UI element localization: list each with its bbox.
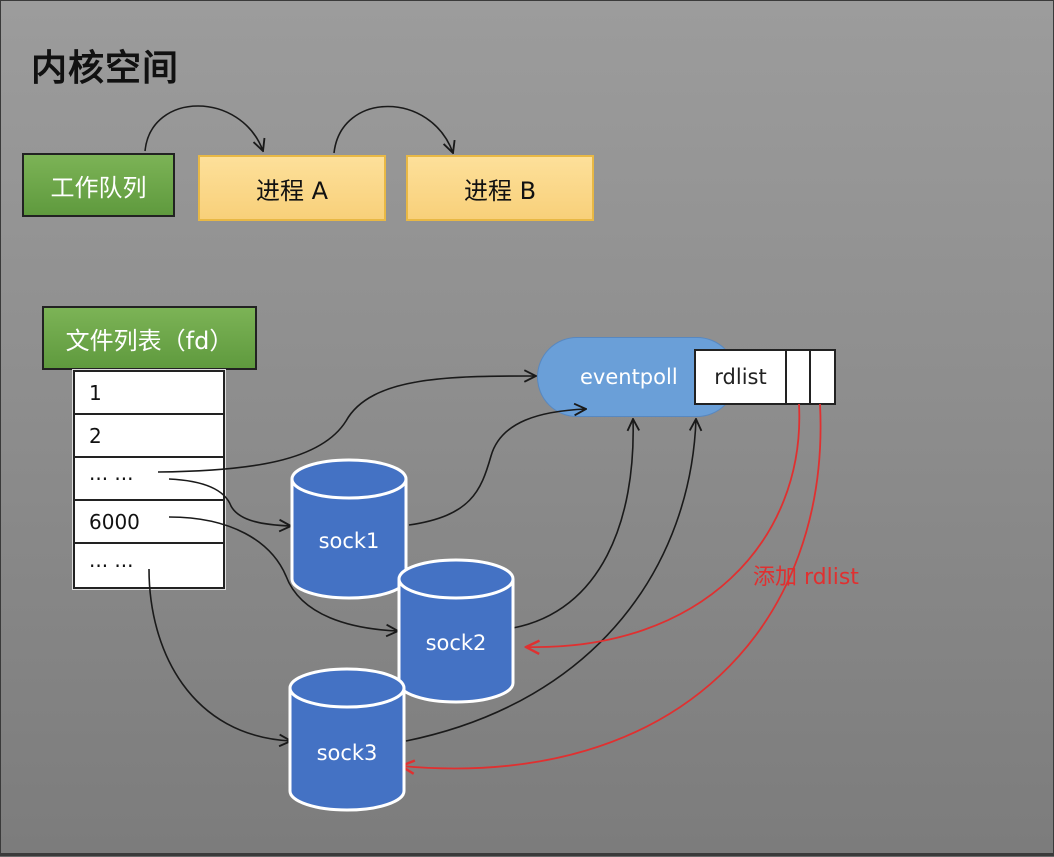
- fd-row: 2: [75, 415, 223, 458]
- fd-row-value: 1: [89, 380, 102, 405]
- fd-row: 1: [75, 372, 223, 415]
- sock3-label: sock3: [317, 741, 378, 765]
- fd-row-value: ··· ···: [89, 553, 134, 578]
- sock1-label: sock1: [319, 529, 380, 553]
- arrow-sock3-to-eventpoll: [405, 419, 696, 742]
- fd-row: ··· ···: [75, 544, 223, 587]
- process-b-label: 进程 B: [463, 176, 537, 205]
- rdlist-cell: rdlist: [696, 351, 787, 403]
- red-arrow-rdlist-to-sock3: [401, 403, 822, 768]
- rdlist-queue: rdlist: [694, 349, 836, 405]
- arrow-sock1-to-eventpoll: [408, 409, 586, 526]
- fd-table: 1 2 ··· ··· 6000 ··· ···: [72, 369, 226, 590]
- process-b-box: 进程 B: [406, 155, 594, 221]
- fd-row: ··· ···: [75, 458, 223, 501]
- work-queue-box: 工作队列: [22, 153, 175, 217]
- process-a-box: 进程 A: [198, 155, 386, 221]
- fd-list-header-label: 文件列表（fd）: [65, 326, 234, 355]
- rdlist-cell: [787, 351, 811, 403]
- sock2-cylinder: sock2: [397, 558, 515, 704]
- fd-row-value: ··· ···: [89, 466, 134, 491]
- arrow-queue-to-process-a: [144, 105, 263, 151]
- work-queue-label: 工作队列: [50, 173, 147, 202]
- arrow-fd-to-eventpoll: [157, 376, 536, 473]
- arrow-fd-to-sock1: [168, 478, 291, 526]
- eventpoll-label: eventpoll: [580, 365, 678, 389]
- process-a-label: 进程 A: [255, 176, 329, 205]
- fd-row-value: 2: [89, 423, 102, 448]
- fd-row: 6000: [75, 501, 223, 544]
- arrow-fd-to-sock3: [148, 568, 291, 741]
- arrow-sock2-to-eventpoll: [512, 419, 633, 629]
- rdlist-label: rdlist: [714, 365, 767, 389]
- arrow-process-a-to-b: [333, 105, 453, 154]
- add-rdlist-annotation: 添加 rdlist: [753, 565, 859, 590]
- sock2-label: sock2: [426, 631, 487, 655]
- red-arrow-rdlist-to-sock2: [526, 403, 801, 647]
- fd-row-value: 6000: [89, 509, 140, 534]
- arrow-fd6000-to-sock2: [168, 516, 398, 631]
- fd-list-header: 文件列表（fd）: [42, 306, 257, 370]
- kernel-space-title: 内核空间: [31, 48, 180, 89]
- sock3-cylinder: sock3: [288, 667, 406, 812]
- sock1-cylinder: sock1: [290, 458, 408, 600]
